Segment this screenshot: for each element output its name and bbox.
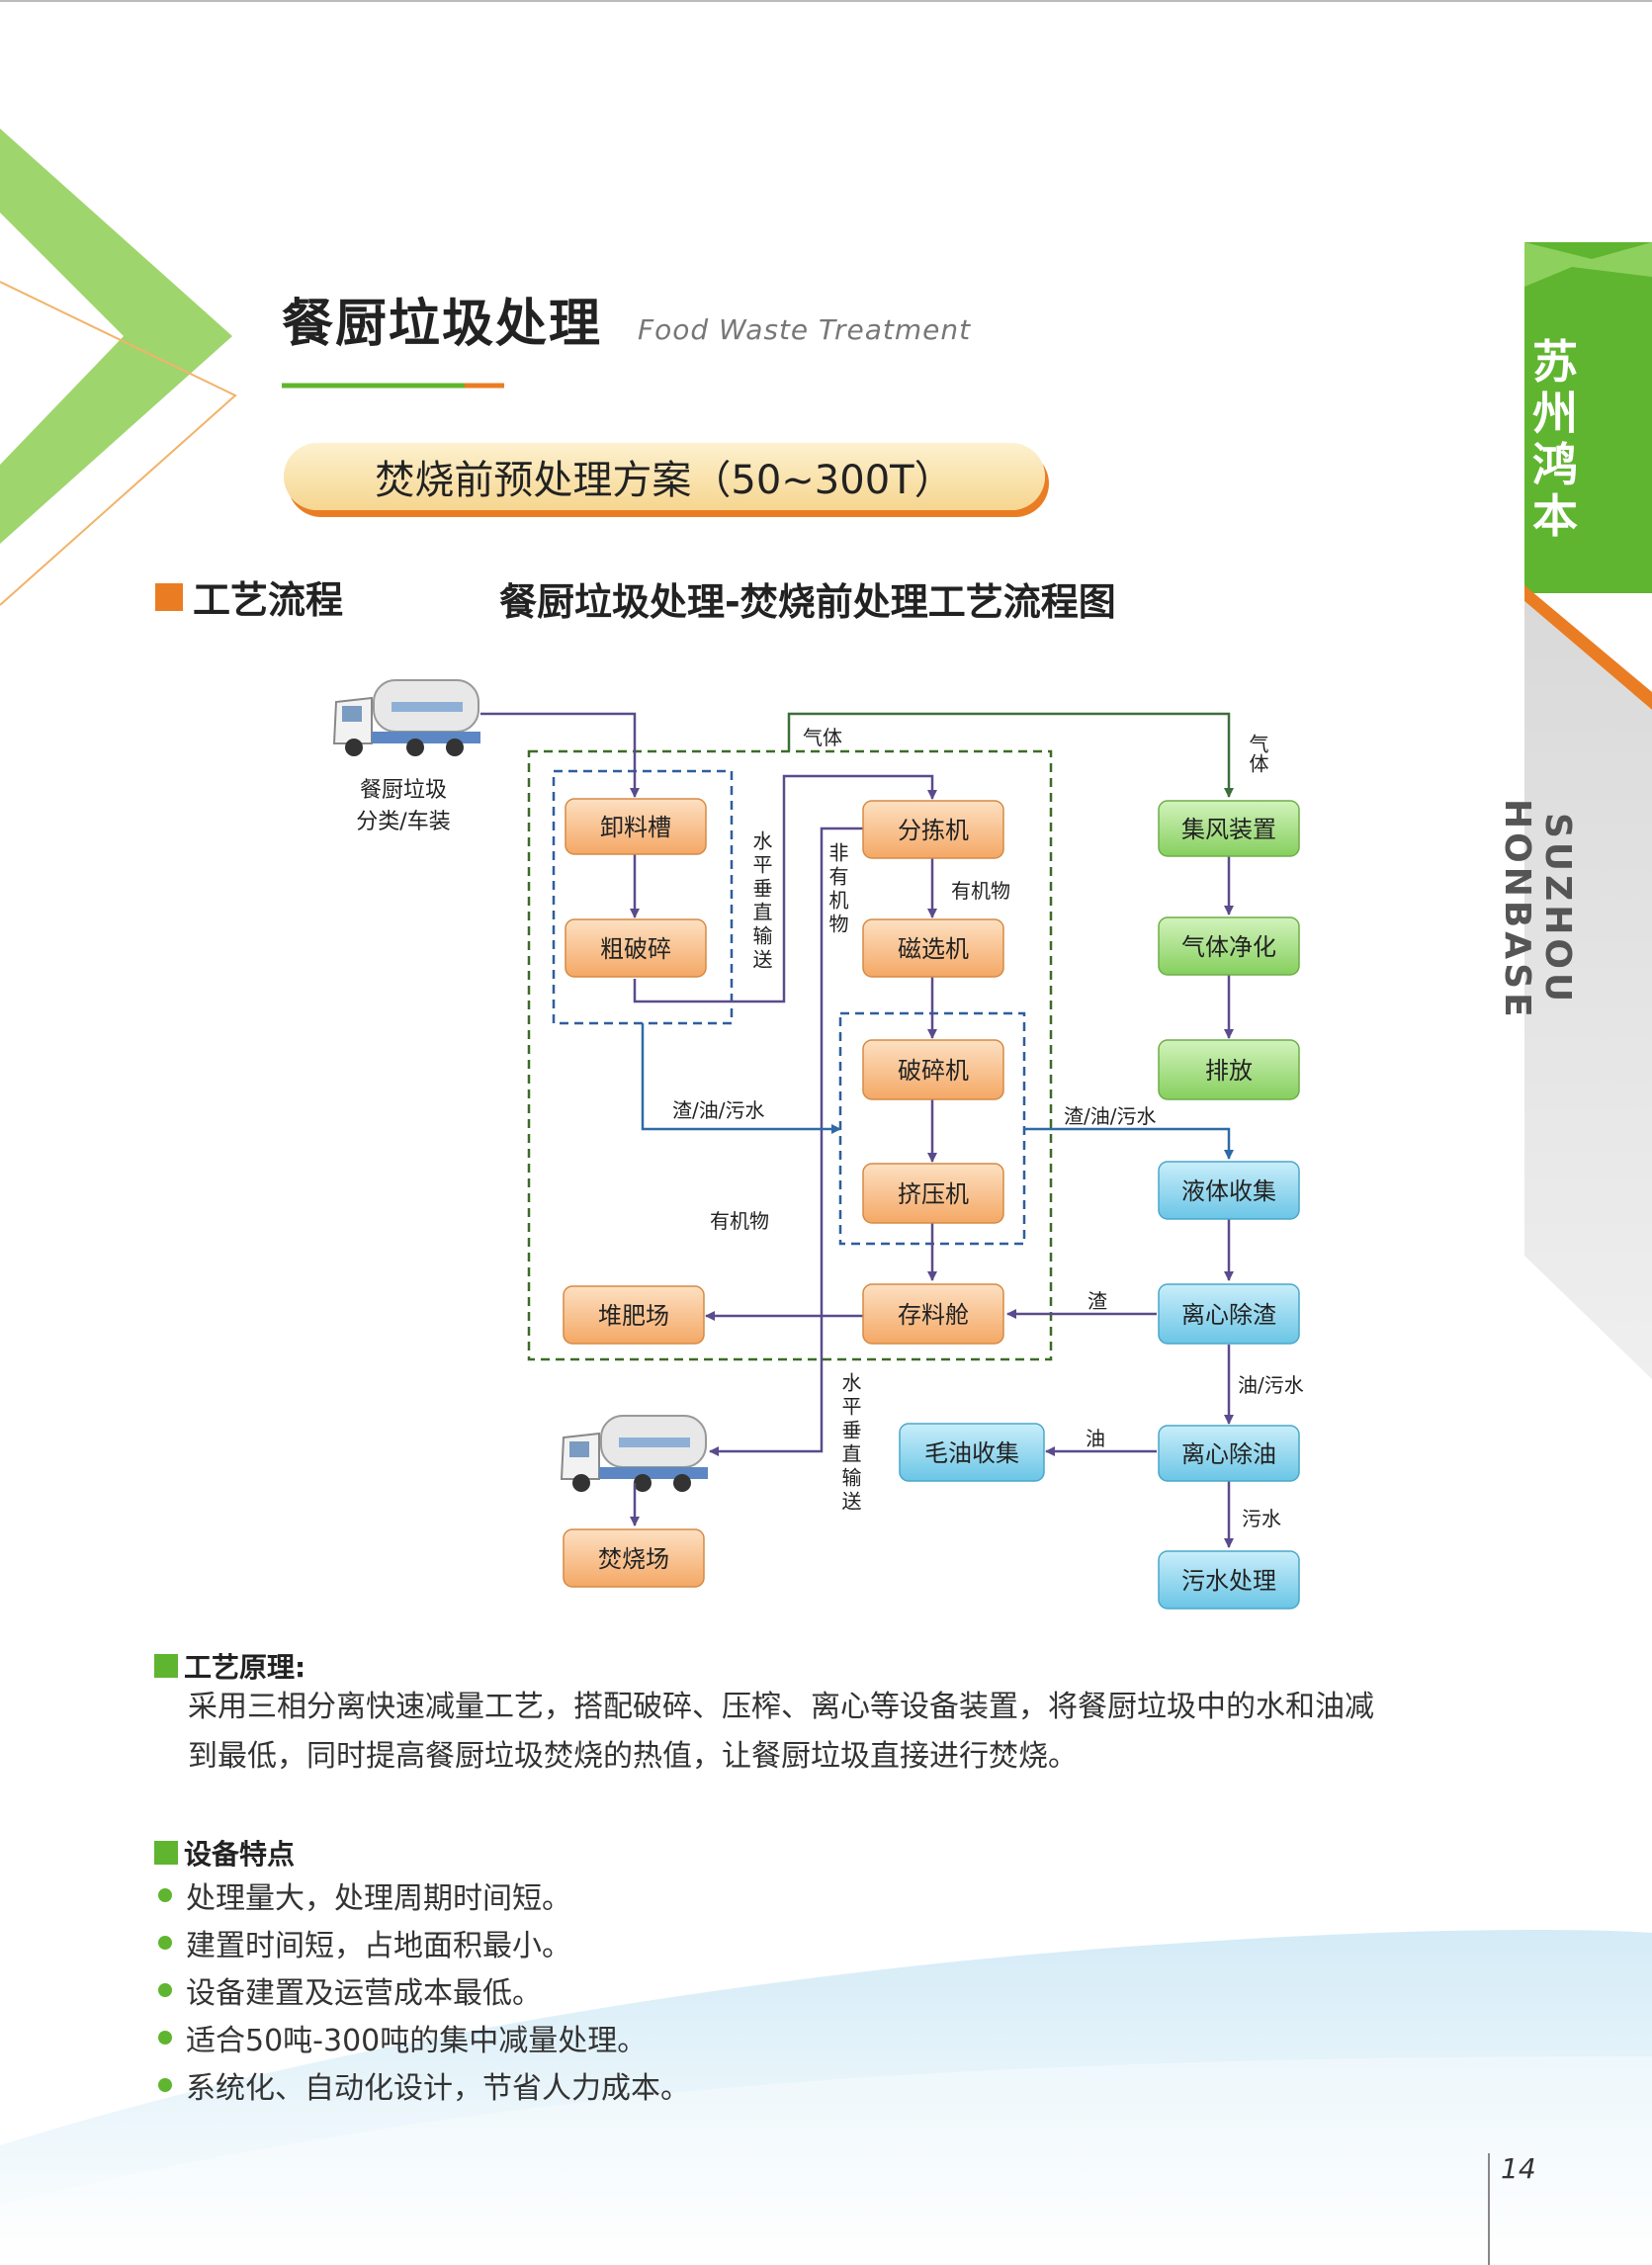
label-gas-vertical: 气体 (1246, 734, 1269, 773)
node-emit: 排放 (1159, 1040, 1299, 1099)
svg-text:破碎机: 破碎机 (898, 1057, 969, 1085)
features-heading: 设备特点 (154, 1833, 295, 1873)
bullet-icon (158, 1983, 172, 1997)
svg-text:离心除油: 离心除油 (1181, 1440, 1276, 1468)
principle-heading-label: 工艺原理: (184, 1646, 305, 1686)
list-item: 设备建置及运营成本最低。 (158, 1966, 690, 2014)
principle-marker-icon (154, 1654, 178, 1678)
bullet-icon (158, 2031, 172, 2045)
label-oil: 油 (1086, 1427, 1105, 1450)
process-flow-diagram: 餐厨垃圾 分类/车装 卸料槽 粗破碎 分拣机 (0, 0, 1652, 1661)
label-waste-water: 污水 (1242, 1507, 1281, 1530)
svg-text:液体收集: 液体收集 (1181, 1177, 1276, 1205)
principle-heading: 工艺原理: (154, 1646, 305, 1686)
svg-text:气体净化: 气体净化 (1181, 933, 1276, 961)
node-gas-purify: 气体净化 (1159, 917, 1299, 975)
bullet-icon (158, 1936, 172, 1950)
arrow-truck-to-unload (480, 714, 635, 797)
node-sewage-treat: 污水处理 (1159, 1551, 1299, 1609)
list-item: 建置时间短，占地面积最小。 (158, 1919, 690, 1966)
label-slag-oil-water-1: 渣/油/污水 (672, 1098, 764, 1122)
features-marker-icon (154, 1841, 178, 1865)
svg-text:分拣机: 分拣机 (898, 817, 969, 844)
truck-label-line1: 餐厨垃圾 (360, 778, 447, 803)
label-slag-oil-water-2: 渣/油/污水 (1064, 1104, 1156, 1128)
svg-text:粗破碎: 粗破碎 (600, 935, 671, 963)
node-crusher: 破碎机 (863, 1040, 1003, 1099)
svg-text:焚烧场: 焚烧场 (598, 1545, 669, 1573)
list-item: 系统化、自动化设计，节省人力成本。 (158, 2061, 690, 2109)
svg-text:离心除渣: 离心除渣 (1181, 1301, 1276, 1329)
features-heading-label: 设备特点 (184, 1833, 295, 1873)
svg-text:毛油收集: 毛油收集 (924, 1439, 1019, 1467)
bullet-icon (158, 2078, 172, 2092)
svg-text:堆肥场: 堆肥场 (598, 1302, 669, 1330)
truck-label-line2: 分类/车装 (356, 810, 450, 834)
svg-text:排放: 排放 (1205, 1057, 1253, 1085)
principle-line-1: 采用三相分离快速减量工艺，搭配破碎、压榨、离心等设备装置，将餐厨垃圾中的水和油减 (188, 1683, 1374, 1732)
svg-text:磁选机: 磁选机 (898, 935, 969, 963)
node-storage: 存料舱 (863, 1284, 1003, 1344)
bullet-icon (158, 1888, 172, 1902)
transport-truck-icon (562, 1416, 708, 1492)
node-compost: 堆肥场 (564, 1286, 704, 1344)
node-incinerator: 焚烧场 (564, 1529, 704, 1587)
node-air-collect: 集风装置 (1159, 801, 1299, 856)
node-centrifuge-slag: 离心除渣 (1159, 1284, 1299, 1344)
svg-text:集风装置: 集风装置 (1181, 816, 1276, 843)
node-liquid-collect: 液体收集 (1159, 1162, 1299, 1219)
node-crude-oil: 毛油收集 (900, 1424, 1044, 1481)
node-centrifuge-oil: 离心除油 (1159, 1426, 1299, 1481)
label-oil-water: 油/污水 (1238, 1373, 1304, 1397)
label-slag: 渣 (1087, 1289, 1107, 1313)
svg-text:挤压机: 挤压机 (898, 1180, 969, 1208)
label-gas: 气体 (803, 726, 842, 749)
node-press: 挤压机 (863, 1164, 1003, 1223)
garbage-truck-icon (334, 680, 480, 756)
arrow-gas-to-air-collect (789, 714, 1229, 797)
features-list: 处理量大，处理周期时间短。 建置时间短，占地面积最小。 设备建置及运营成本最低。… (158, 1872, 690, 2109)
svg-text:卸料槽: 卸料槽 (600, 814, 671, 841)
label-organic-1: 有机物 (951, 879, 1010, 903)
label-organic-2: 有机物 (710, 1209, 769, 1233)
svg-text:污水处理: 污水处理 (1181, 1567, 1276, 1595)
node-magnet: 磁选机 (863, 919, 1003, 977)
list-item: 适合50吨-300吨的集中减量处理。 (158, 2014, 690, 2061)
label-conveyor-2: 水平垂直输送 (838, 1372, 862, 1515)
node-sorter: 分拣机 (863, 801, 1003, 858)
node-coarse-crush: 粗破碎 (565, 919, 706, 977)
principle-line-2: 到最低，同时提高餐厨垃圾焚烧的热值，让餐厨垃圾直接进行焚烧。 (188, 1732, 1078, 1782)
arrow-slag-oil-water-right (1024, 1129, 1229, 1159)
label-conveyor-1: 水平垂直输送 (749, 830, 773, 973)
list-item: 处理量大，处理周期时间短。 (158, 1872, 690, 1919)
label-non-organic: 非有机物 (826, 842, 849, 937)
svg-text:存料舱: 存料舱 (898, 1301, 969, 1329)
page-number: 14 (1501, 2152, 1536, 2185)
node-unload: 卸料槽 (565, 799, 706, 854)
